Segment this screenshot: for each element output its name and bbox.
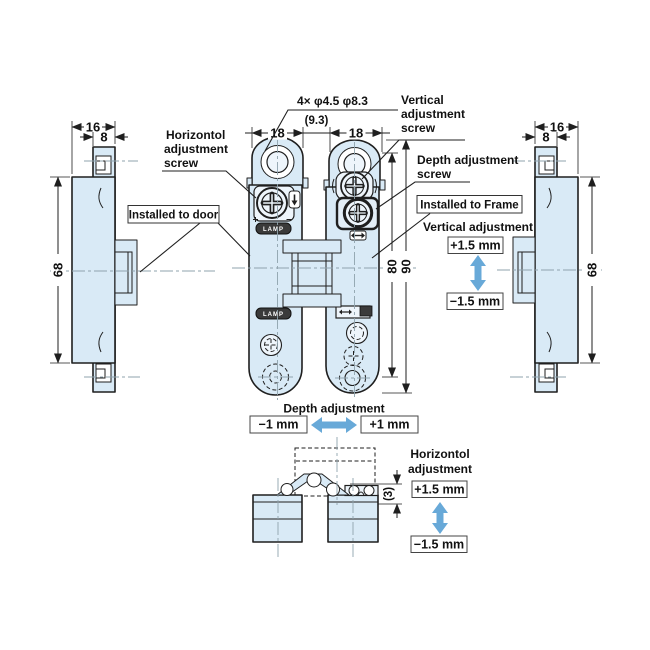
dim-text-90: 90: [399, 259, 414, 273]
dim-body-height: 80: [382, 152, 400, 378]
svg-text:Installed to door: Installed to door: [129, 210, 219, 222]
hole-spec-leader: [264, 109, 398, 152]
vertical-screw-leader: [361, 139, 465, 180]
callouts: 4× φ4.5 φ8.3 Horizontol adjustment screw…: [127, 93, 523, 273]
depth-plus-value: +1 mm: [370, 418, 410, 432]
horizontal-adjustment-title-line2: adjustment: [408, 462, 472, 476]
vertical-minus-value: −1.5 mm: [450, 295, 500, 309]
link-mechanism: [282, 239, 342, 308]
svg-text:screw: screw: [417, 167, 452, 181]
lamp-logo-text: LAMP: [263, 227, 284, 233]
top-clip: [538, 155, 555, 175]
svg-text:Depth adjustment: Depth adjustment: [417, 153, 518, 167]
bottom-clip: [538, 363, 555, 383]
depth-adjustment-panel: Depth adjustment −1 mm +1 mm: [249, 402, 419, 434]
svg-text:Vertical: Vertical: [401, 93, 444, 107]
dim-text-left-8: 8: [100, 130, 107, 145]
dim-leaf-widths: 18 18 (9.3): [245, 115, 390, 152]
link-pin: [348, 485, 360, 496]
dim-text-3: (3): [383, 487, 395, 501]
depth-adjustment-screw-icon: [345, 200, 371, 226]
dim-text-left-16: 16: [86, 120, 100, 135]
lamp-logo-badge: LAMP: [255, 222, 292, 235]
lamp-logo-badge: LAMP: [255, 307, 292, 320]
down-arrow-indicator-icon: [288, 190, 301, 209]
svg-text:screw: screw: [164, 156, 199, 170]
svg-text:screw: screw: [401, 121, 436, 135]
dim-text-pitch: (9.3): [305, 115, 329, 127]
horizontal-adjustment-panel: Horizontol adjustment +1.5 mm −1.5 mm: [408, 447, 472, 553]
cam-hole: [345, 321, 369, 345]
horizontal-adjust-arrow-icon: [432, 502, 448, 534]
horizontal-minus-value: −1.5 mm: [414, 538, 464, 552]
horizontal-adjustment-title-line1: Horizontol: [410, 447, 469, 461]
dim-text-80: 80: [385, 259, 400, 273]
dim-text-door-leaf-18: 18: [270, 126, 284, 141]
bottom-mounting-hole-hidden: [258, 363, 293, 391]
dim-right-height: 68: [580, 176, 600, 364]
hole-spec-label: 4× φ4.5 φ8.3: [297, 94, 368, 108]
svg-text:adjustment: adjustment: [401, 107, 465, 121]
bottom-mounting-hole-hidden: [335, 364, 370, 392]
depth-screw-callout: Depth adjustment screw: [375, 153, 518, 210]
dim-left-flange: 8: [80, 130, 128, 146]
vertical-adjust-arrow-icon: [470, 255, 486, 291]
front-view: LAMP LAMP: [232, 115, 416, 400]
plus-mark: [253, 217, 258, 222]
dim-left-height: 68: [50, 176, 70, 364]
door-hinge-body-section: [114, 239, 138, 306]
vertical-adjustment-panel: Vertical adjustment +1.5 mm −1.5 mm: [423, 220, 533, 310]
svg-text:Installed to Frame: Installed to Frame: [420, 200, 518, 212]
horizontal-screw-callout: Horizontol adjustment screw: [162, 128, 257, 199]
horizontal-screw-leader: [162, 170, 257, 199]
top-clip: [95, 155, 112, 175]
link-arm-open: [276, 472, 379, 497]
depth-adjustment-title: Depth adjustment: [283, 402, 384, 416]
spring-cut-line: [546, 187, 552, 209]
door-section-hidden-outline: [294, 447, 376, 497]
frame-leaf: [323, 139, 386, 394]
depth-adjust-arrow-icon: [311, 417, 357, 433]
installed-to-frame-label: Installed to Frame: [371, 195, 523, 259]
depth-screw-leader: [375, 181, 470, 210]
dim-text-right-16: 16: [550, 120, 564, 135]
spring-cut-line: [546, 331, 552, 353]
dim-text-right-8: 8: [542, 130, 549, 145]
dim-left-depth: 16: [71, 120, 116, 174]
link-pin: [306, 472, 322, 488]
bottom-clip: [95, 363, 112, 383]
lamp-logo-text: LAMP: [263, 312, 284, 318]
link-pin: [326, 482, 340, 497]
horizontal-plus-value: +1.5 mm: [414, 483, 464, 497]
left-side-view: 16 8 68: [50, 120, 215, 393]
dim-right-flange: 8: [522, 130, 570, 146]
dim-text-frame-leaf-18: 18: [349, 126, 363, 141]
svg-text:Horizontol: Horizontol: [166, 128, 225, 142]
door-mounting-plate: [71, 176, 116, 364]
spring-cut-line: [98, 331, 104, 353]
svg-text:adjustment: adjustment: [164, 142, 228, 156]
depth-minus-value: −1 mm: [259, 418, 299, 432]
dim-right-depth: 16: [534, 120, 579, 174]
vertical-screw-callout: Vertical adjustment screw: [361, 93, 465, 180]
door-leaf: LAMP LAMP: [246, 136, 309, 396]
top-of-hinge-view: (3): [252, 437, 402, 558]
dim-text-left-68: 68: [51, 263, 66, 277]
right-side-view: 16 8 68: [497, 120, 602, 393]
link-pin: [363, 485, 375, 496]
left-right-arrows-icon: [349, 230, 367, 241]
installed-to-door-label: Installed to door: [127, 205, 251, 273]
vertical-plus-value: +1.5 mm: [450, 239, 500, 253]
dim-text-right-68: 68: [585, 263, 600, 277]
link-pin: [280, 483, 294, 496]
clip-ears: [332, 178, 377, 194]
cam-hole: [259, 333, 283, 357]
dim-link-offset: (3): [350, 470, 402, 518]
lower-bracket: [335, 305, 373, 319]
spring-cut-line: [98, 187, 104, 209]
horizontal-adjustment-screw-icon: [257, 188, 287, 218]
vertical-adjustment-title: Vertical adjustment: [423, 220, 533, 234]
